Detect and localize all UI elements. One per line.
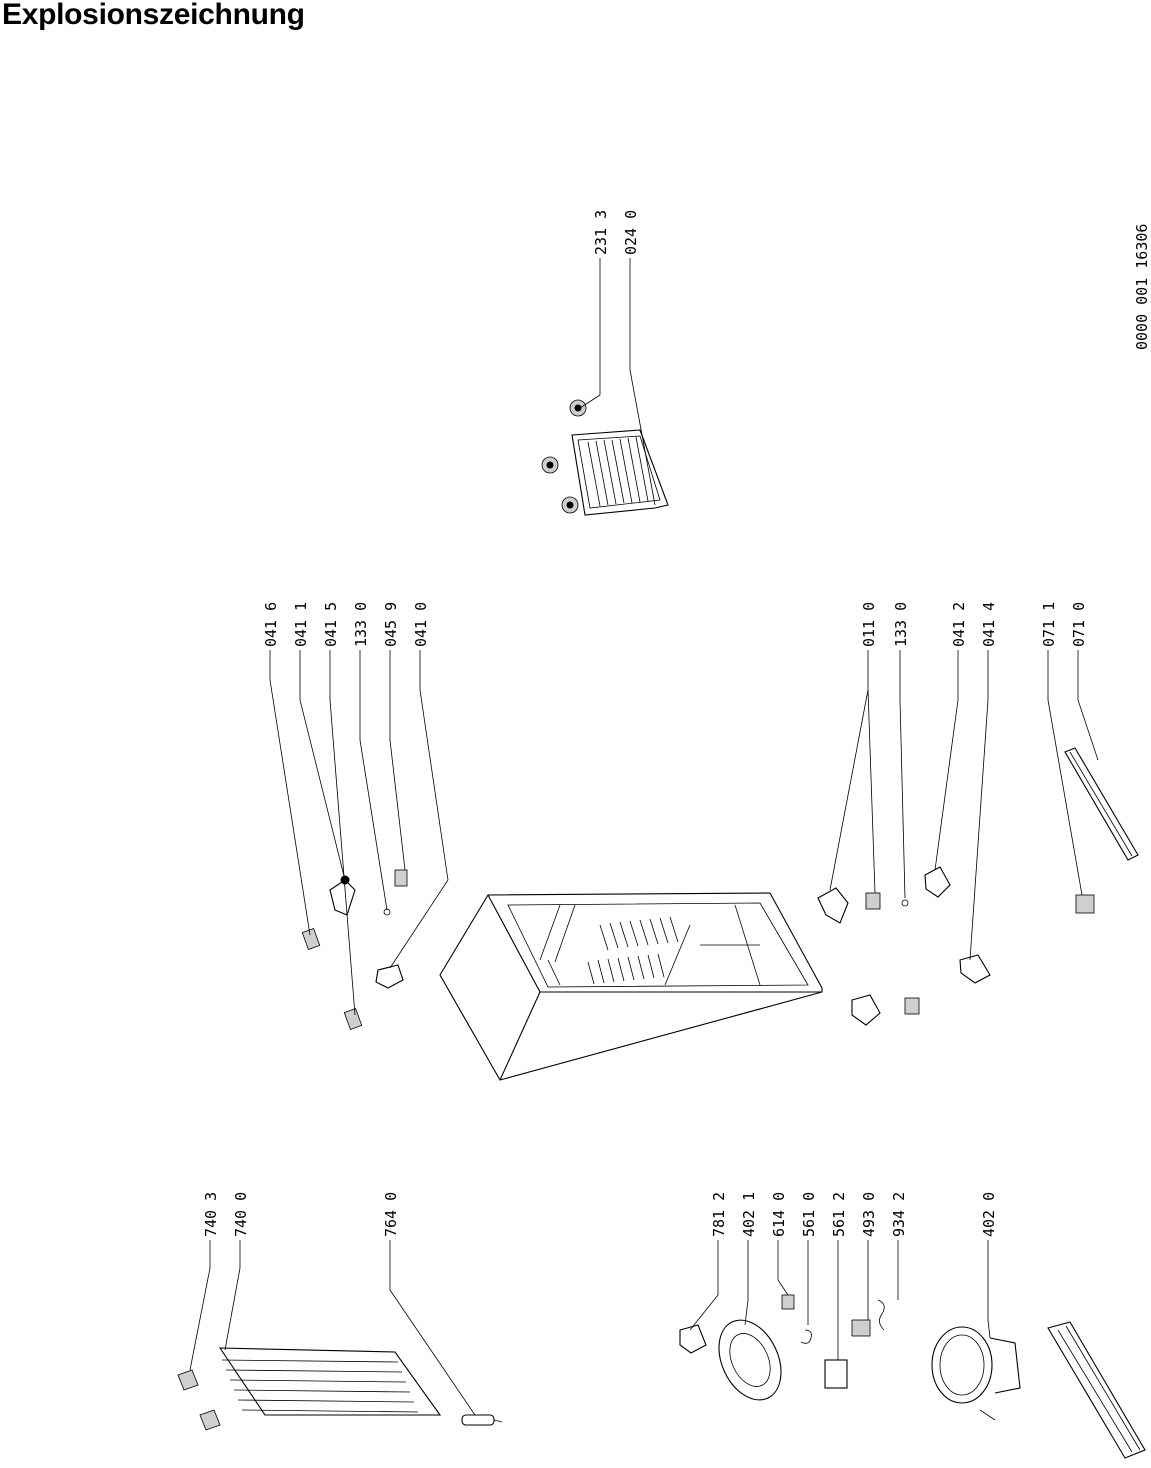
part-number: 781 2 [710, 1192, 728, 1237]
part-number: 231 3 [592, 210, 610, 255]
part-number: 071 1 [1040, 602, 1058, 647]
filter-drier [461, 1414, 503, 1426]
part-number: 041 0 [412, 602, 430, 647]
hinge-parts-upper [301, 869, 408, 1031]
part-number: 041 2 [950, 602, 968, 647]
part-number: 041 1 [292, 602, 310, 647]
leader-lines [189, 258, 1099, 1416]
part-number: 402 1 [740, 1192, 758, 1237]
part-number: 133 0 [352, 602, 370, 647]
part-number: 614 0 [770, 1192, 788, 1237]
grille-assembly [541, 399, 669, 516]
part-number: 024 0 [622, 210, 640, 255]
part-number: 493 0 [860, 1192, 878, 1237]
part-number: 402 0 [980, 1192, 998, 1237]
part-number: 740 0 [232, 1192, 250, 1237]
hinge-parts-lower [817, 866, 991, 1026]
part-number: 041 6 [262, 602, 280, 647]
part-number: 041 5 [322, 602, 340, 647]
condenser [177, 1347, 442, 1431]
base-plate [1047, 1321, 1146, 1459]
part-number: 045 9 [382, 602, 400, 647]
part-number: 934 2 [890, 1192, 908, 1237]
part-number-labels: 231 3 024 0 041 6 041 1 041 5 133 0 045 … [202, 210, 1088, 1237]
part-number: 041 4 [980, 602, 998, 647]
electrical-parts [679, 1294, 885, 1401]
part-number: 561 0 [800, 1192, 818, 1237]
handle-rail [1064, 747, 1139, 914]
part-number: 561 2 [830, 1192, 848, 1237]
part-number: 764 0 [382, 1192, 400, 1237]
part-number: 133 0 [892, 602, 910, 647]
part-number: 071 0 [1070, 602, 1088, 647]
page-title: Explosionszeichnung [2, 0, 305, 31]
part-number: 011 0 [860, 602, 878, 647]
part-number: 740 3 [202, 1192, 220, 1237]
drawing-number: 0000 001 16306 [1133, 224, 1151, 350]
compressor [931, 1326, 1021, 1421]
cabinet-body [439, 892, 823, 1081]
